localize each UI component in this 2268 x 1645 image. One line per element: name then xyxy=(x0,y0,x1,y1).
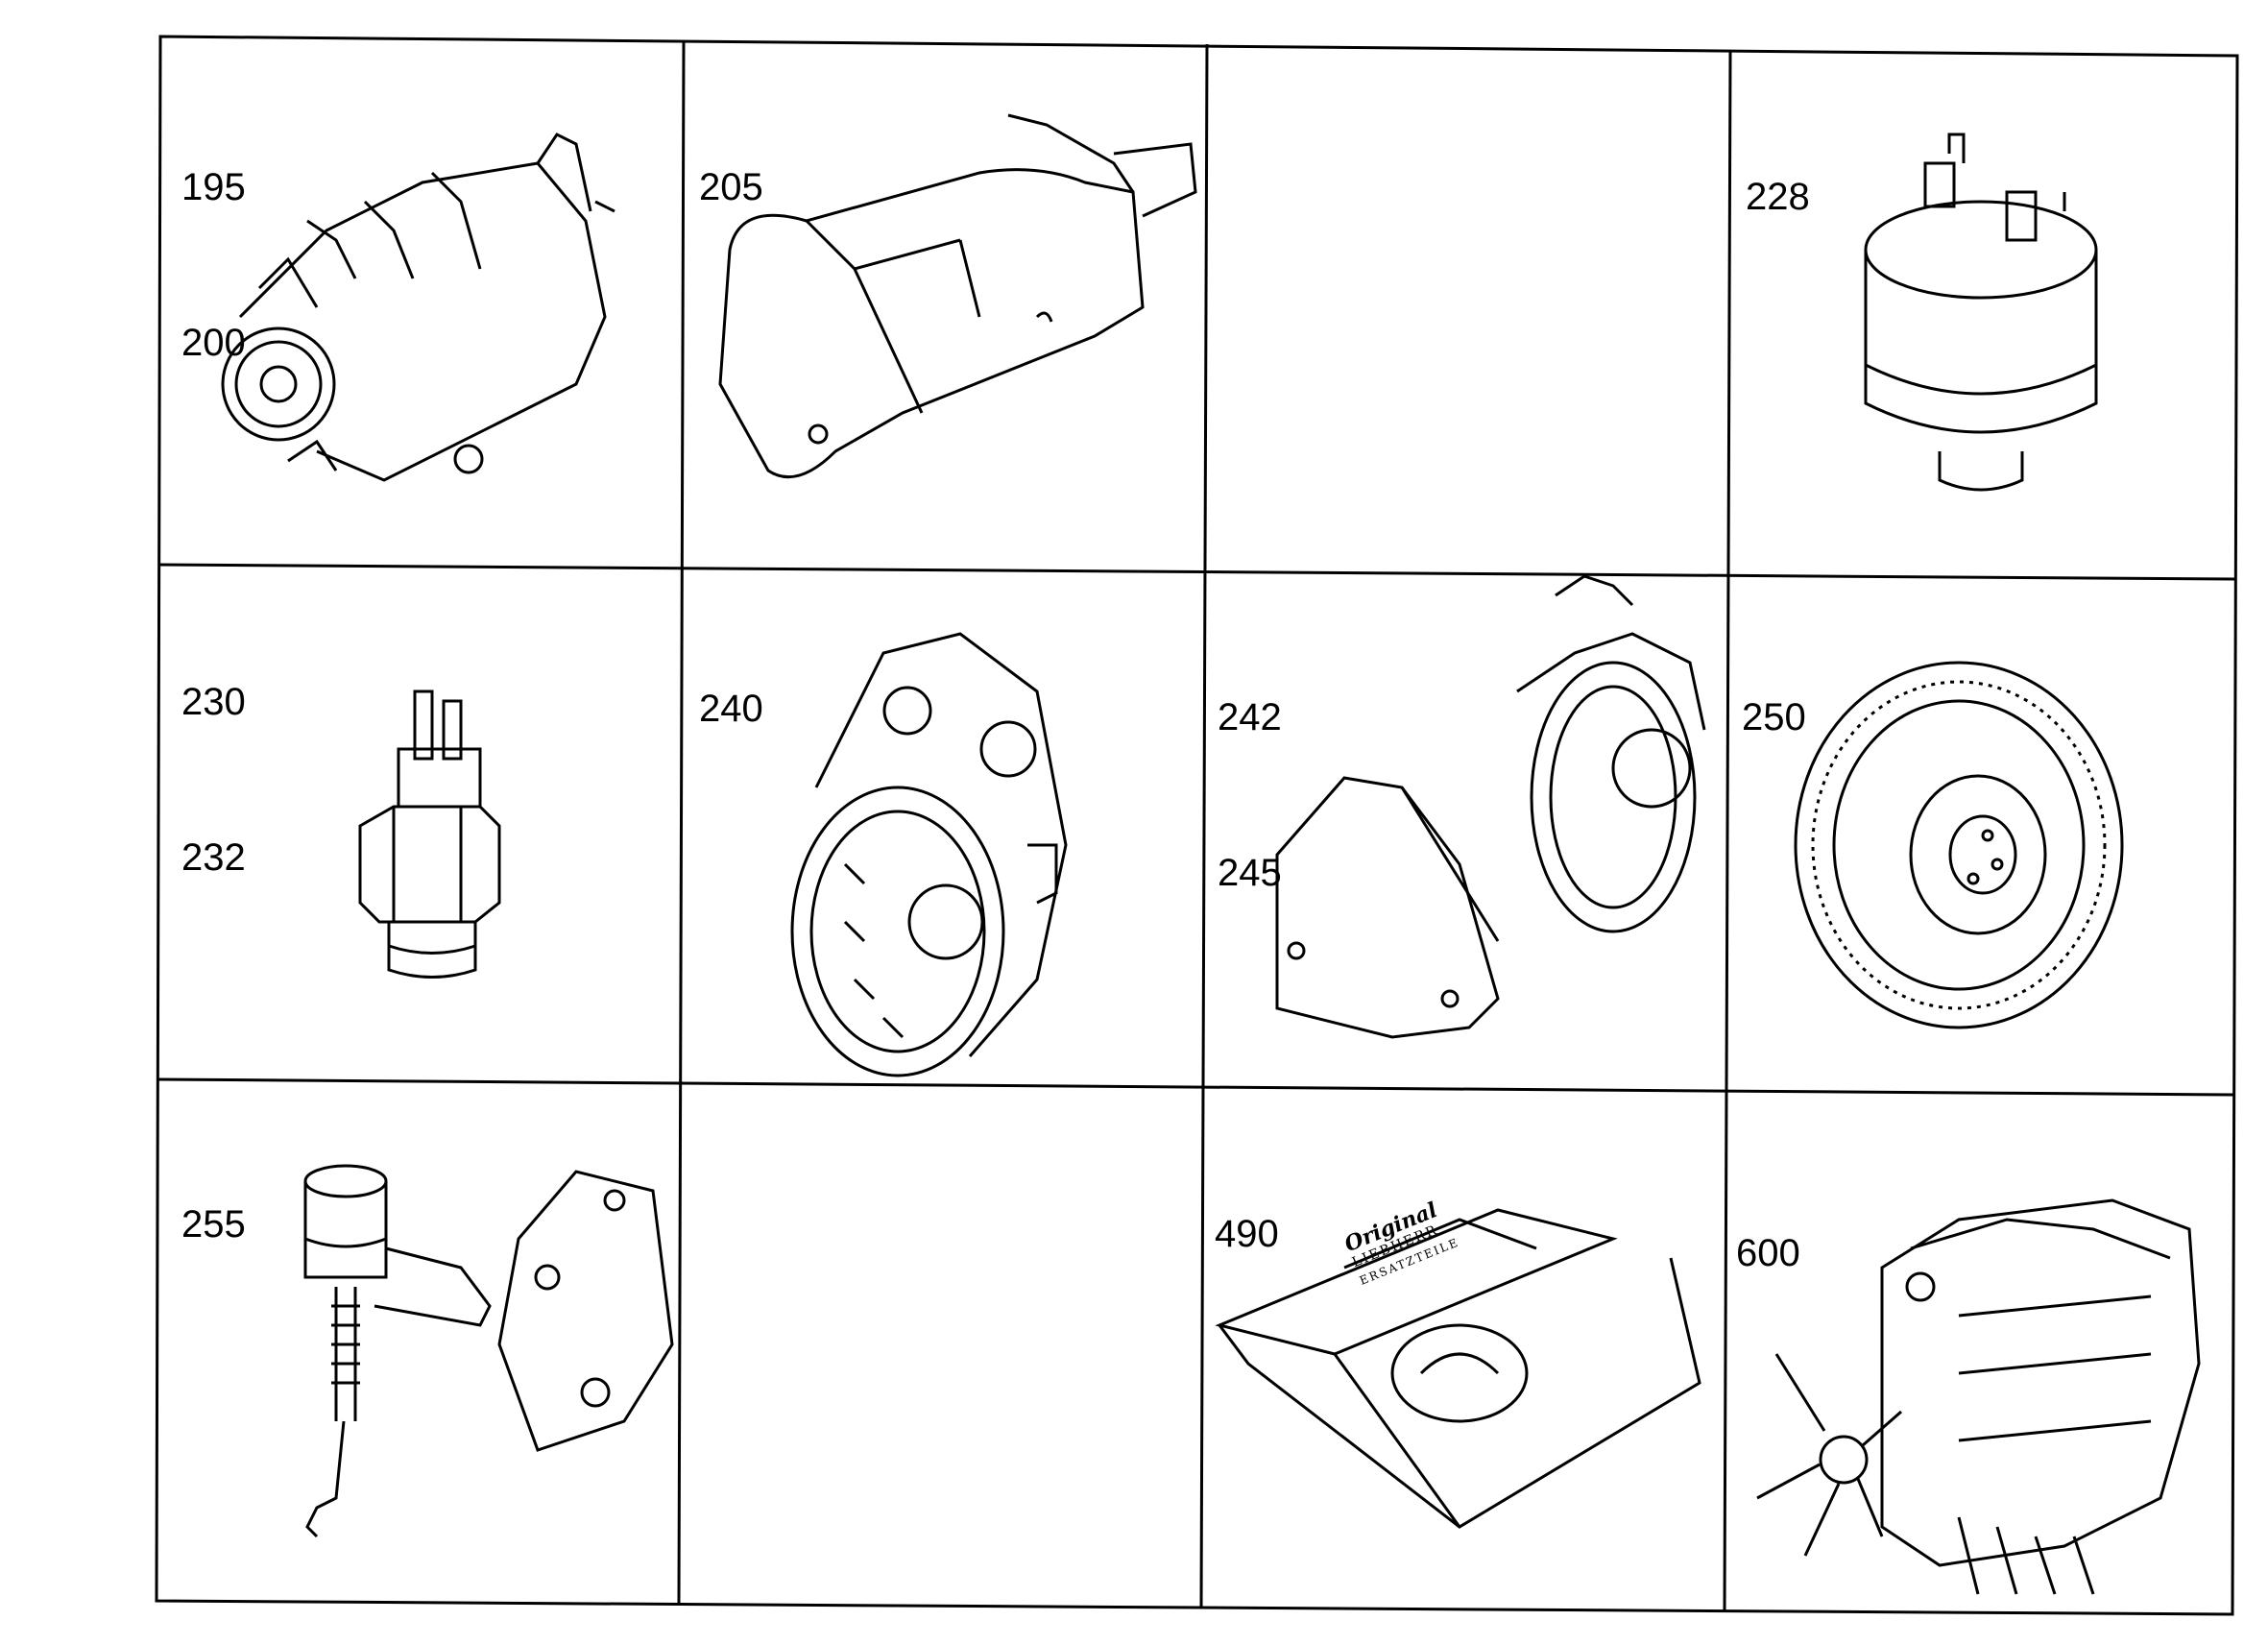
part-number: 205 xyxy=(699,166,763,208)
part-number: 228 xyxy=(1746,176,1810,218)
grid-col-line-2 xyxy=(1199,43,1209,1609)
engine-illustration xyxy=(1756,1198,2201,1595)
part-number: 200 xyxy=(181,322,246,364)
flywheel-housing-illustration xyxy=(790,632,1068,1077)
grid-outline xyxy=(155,35,2239,1616)
label-cell-r1c2: 205 xyxy=(699,58,763,317)
part-number: 490 xyxy=(1215,1213,1279,1255)
gasket-kit-illustration xyxy=(1215,1208,1701,1529)
label-cell-r3c4: 600 xyxy=(1736,1124,1800,1383)
label-cell-r2c3: 242 245 xyxy=(1218,588,1282,1003)
label-cell-r3c3: 490 xyxy=(1215,1104,1279,1364)
solenoid-switch-illustration xyxy=(1864,133,2098,492)
grid-col-line-1 xyxy=(677,39,686,1605)
alternator-illustration xyxy=(221,133,615,482)
part-number: 255 xyxy=(181,1203,246,1246)
grid-row-line-2 xyxy=(157,1077,2235,1097)
housing-cover-illustration xyxy=(1275,574,1706,1039)
label-cell-r2c4: 250 xyxy=(1742,588,1806,847)
part-number: 600 xyxy=(1736,1232,1800,1274)
label-cell-r1c4: 228 xyxy=(1746,67,1810,327)
grid-col-line-3 xyxy=(1723,49,1732,1612)
part-number: 250 xyxy=(1742,696,1806,738)
shutoff-solenoid-illustration xyxy=(303,1164,674,1538)
label-cell-r3c1: 255 xyxy=(181,1095,246,1354)
temperature-switch-illustration xyxy=(358,689,501,979)
grid-row-line-1 xyxy=(157,563,2236,581)
part-number: 245 xyxy=(1218,852,1282,894)
part-number: 240 xyxy=(699,688,763,730)
part-number: 242 xyxy=(1218,696,1282,738)
part-number: 232 xyxy=(181,836,246,879)
flywheel-illustration xyxy=(1794,661,2124,1029)
part-number: 230 xyxy=(181,681,246,723)
label-cell-r1c1: 195 200 xyxy=(181,58,246,472)
starter-motor-illustration xyxy=(718,113,1197,479)
part-number: 195 xyxy=(181,166,246,208)
label-cell-r2c2: 240 xyxy=(699,579,763,838)
label-cell-r2c1: 230 232 xyxy=(181,572,246,987)
